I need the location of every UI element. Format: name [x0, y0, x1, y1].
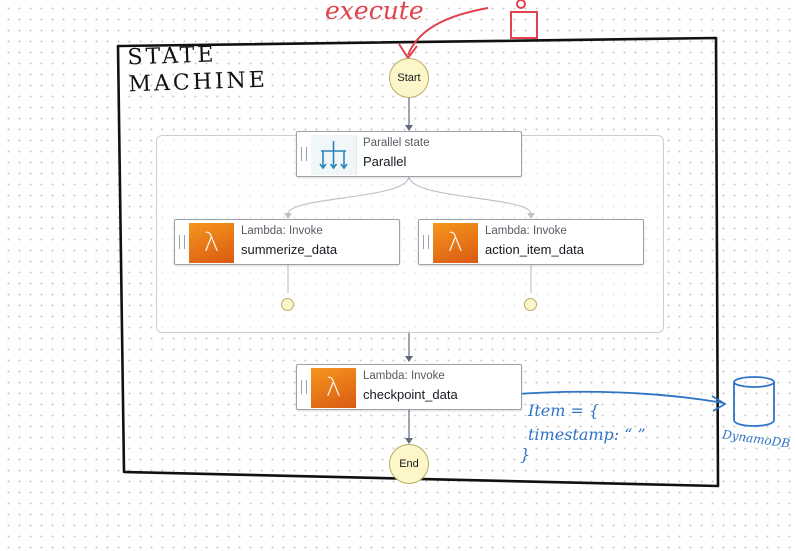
lambda-icon: λ: [433, 223, 478, 263]
parallel-split-icon: [311, 135, 357, 175]
parallel-state[interactable]: Parallel state Parallel: [296, 131, 522, 177]
drag-handle[interactable]: [423, 235, 429, 249]
item-annotation: Item = { timestamp: “ ” }: [520, 401, 646, 465]
end-label: End: [399, 458, 419, 470]
item-line-2: timestamp: “ ”: [528, 425, 646, 444]
state-name: checkpoint_data: [363, 387, 458, 402]
state-machine-frame: [116, 36, 720, 488]
state-type: Lambda: Invoke: [363, 370, 445, 382]
state-type: Lambda: Invoke: [485, 225, 567, 237]
lambda-icon: λ: [311, 368, 356, 408]
parallel-state-name: Parallel: [363, 154, 407, 169]
state-type: Lambda: Invoke: [241, 225, 323, 237]
person-icon: [510, 0, 538, 39]
branch-end-dot-right: [524, 298, 537, 311]
lambda-state-action-item-data[interactable]: λ Lambda: Invoke action_item_data: [418, 219, 644, 265]
state-machine-label-line2: MACHINE: [128, 67, 269, 98]
state-name: summerize_data: [241, 242, 338, 257]
end-node[interactable]: End: [389, 444, 429, 484]
lambda-icon: λ: [189, 223, 234, 263]
execute-label: execute: [325, 0, 424, 25]
parallel-state-type: Parallel state: [363, 137, 430, 149]
start-label: Start: [397, 72, 421, 84]
item-line-3: }: [520, 445, 531, 464]
item-line-1: Item = {: [528, 401, 600, 420]
lambda-state-checkpoint-data[interactable]: λ Lambda: Invoke checkpoint_data: [296, 364, 522, 410]
lambda-state-summerize-data[interactable]: λ Lambda: Invoke summerize_data: [174, 219, 400, 265]
branch-end-dot-left: [281, 298, 294, 311]
drag-handle[interactable]: [179, 235, 185, 249]
state-machine-label: STATE MACHINE: [127, 40, 268, 99]
drag-handle[interactable]: [301, 147, 307, 161]
start-node[interactable]: Start: [389, 58, 429, 98]
dynamodb-arrow: [492, 390, 725, 404]
drag-handle[interactable]: [301, 380, 307, 394]
database-cylinder-icon: [733, 376, 775, 427]
state-name: action_item_data: [485, 242, 585, 257]
execute-arrow: [407, 7, 489, 56]
